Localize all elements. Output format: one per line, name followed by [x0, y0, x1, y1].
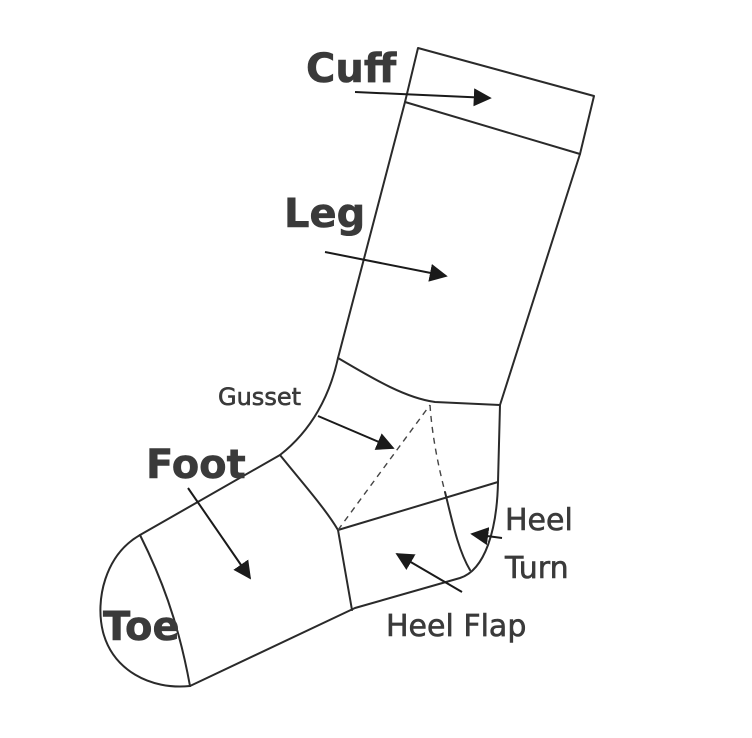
- labels: Cuff Leg Gusset Foot Heel Turn Toe Heel …: [103, 46, 573, 651]
- heel-turn-label-line2: Turn: [504, 551, 569, 586]
- leg-label: Leg: [284, 191, 365, 237]
- cuff-label: Cuff: [306, 46, 397, 92]
- leg-arrow: [324, 251, 448, 282]
- section-lines: [139, 357, 501, 687]
- heel-flap-label: Heel Flap: [386, 609, 526, 644]
- heel-flap-arrow: [395, 553, 463, 593]
- cuff-section: [404, 47, 595, 155]
- gusset-arrow: [317, 415, 395, 450]
- foot-arrow: [187, 487, 252, 580]
- gusset-label: Gusset: [218, 383, 301, 411]
- foot-label: Foot: [146, 442, 246, 488]
- toe-label: Toe: [103, 604, 180, 650]
- sock-outline: [99, 101, 581, 688]
- cuff-arrow: [354, 88, 492, 107]
- arrows: [187, 88, 503, 593]
- heel-turn-label-line1: Heel: [505, 503, 573, 538]
- heel-turn-arrow: [470, 527, 503, 546]
